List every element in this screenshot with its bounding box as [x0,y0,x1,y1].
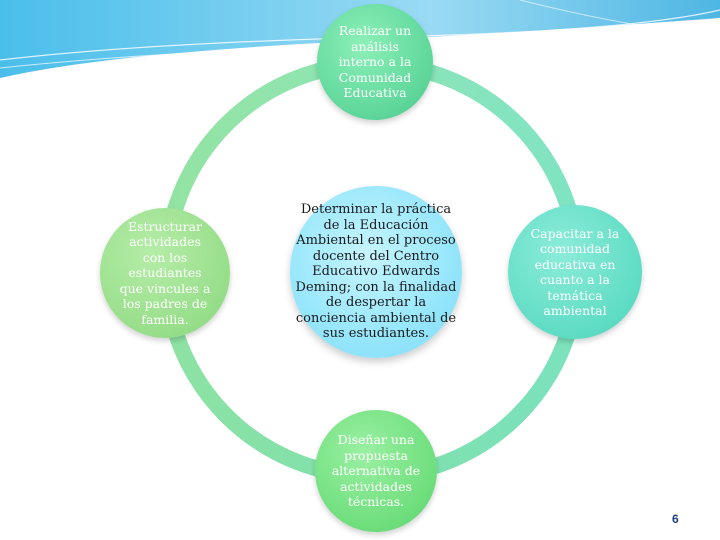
node-design-proposal: Diseñar una propuesta alternativa de act… [315,410,437,532]
node-internal-analysis: Realizar un análisis interno a la Comuni… [317,4,433,120]
page-number: 6 [672,512,679,526]
node-central-objective: Determinar la práctica de la Educación A… [290,186,462,358]
node-design-proposal-text: Diseñar una propuesta alternativa de act… [331,432,421,510]
node-structure-activities: Estructurar actividades con los estudian… [100,208,230,338]
node-structure-activities-text: Estructurar actividades con los estudian… [119,218,211,327]
node-train-community: Capacitar a la comunidad educativa en cu… [508,205,642,339]
node-internal-analysis-text: Realizar un análisis interno a la Comuni… [338,23,412,101]
node-central-objective-text: Determinar la práctica de la Educación A… [295,202,457,342]
node-train-community-text: Capacitar a la comunidad educativa en cu… [530,225,620,319]
